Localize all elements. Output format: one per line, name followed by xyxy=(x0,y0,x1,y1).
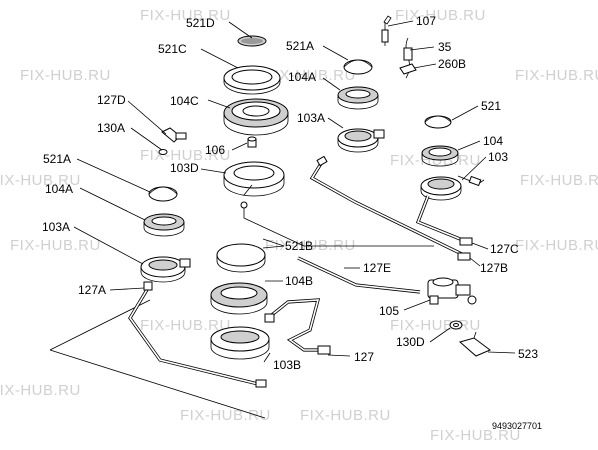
label-521: 521 xyxy=(481,99,501,113)
burner-base-103 xyxy=(420,176,462,201)
label-130a: 130A xyxy=(97,121,125,135)
burner-base-103d xyxy=(223,161,285,197)
watermark: FIX-HUB.RU xyxy=(0,172,81,189)
flame-spreader-ring-521c xyxy=(223,65,281,95)
burner-head-104a-top xyxy=(337,86,379,110)
label-127e: 127E xyxy=(363,261,391,275)
label-523: 523 xyxy=(518,347,538,361)
label-103: 103 xyxy=(488,150,508,164)
burner-base-103b xyxy=(210,326,270,360)
gas-pipe-127d xyxy=(240,184,434,247)
label-103b: 103B xyxy=(273,358,301,372)
burner-base-103a-top xyxy=(337,128,385,153)
gas-pipe-long-127b xyxy=(309,155,471,261)
hob-outline xyxy=(49,299,266,419)
seal-130a xyxy=(158,149,168,155)
gas-pipe-127c xyxy=(415,175,485,246)
part-labels: 521D 521C 104C 127D 130A 106 103D 521A 1… xyxy=(42,14,542,431)
bracket-523 xyxy=(458,331,491,357)
watermark: FIX-HUB.RU xyxy=(140,7,231,24)
label-127: 127 xyxy=(354,350,374,364)
label-104c: 104C xyxy=(170,94,199,108)
burner-head-104a-left xyxy=(143,213,185,237)
watermark: FIX-HUB.RU xyxy=(265,67,356,84)
label-260b: 260B xyxy=(438,57,466,71)
burner-cap-521 xyxy=(424,115,452,129)
leader-lines xyxy=(73,20,516,363)
label-130d: 130D xyxy=(396,335,425,349)
burner-head-104c xyxy=(223,98,289,136)
label-35: 35 xyxy=(438,40,452,54)
watermark: FIX-HUB.RU xyxy=(430,427,521,444)
burner-head-104 xyxy=(421,145,459,167)
burner-cap-521d xyxy=(237,35,267,47)
label-104b: 104B xyxy=(285,274,313,288)
label-103a-left: 103A xyxy=(42,220,70,234)
injector-106 xyxy=(247,136,257,148)
label-105: 105 xyxy=(379,304,399,318)
label-104a-top: 104A xyxy=(288,70,316,84)
label-104a-left: 104A xyxy=(45,182,73,196)
gas-pipe-127 xyxy=(264,298,331,355)
spark-electrode-107 xyxy=(381,15,392,46)
washer-130d xyxy=(449,320,463,330)
label-521a-top: 521A xyxy=(286,39,314,53)
watermark: FIX-HUB.RU xyxy=(395,7,486,24)
label-521a-left: 521A xyxy=(43,152,71,166)
label-127d: 127D xyxy=(97,93,126,107)
thermocouple-127d xyxy=(158,127,187,155)
label-103d: 103D xyxy=(170,161,199,175)
label-127c: 127C xyxy=(490,242,519,256)
watermark: FIX-HUB.RU xyxy=(180,407,271,424)
gas-pipe-127e xyxy=(297,256,421,294)
watermark: FIX-HUB.RU xyxy=(10,237,101,254)
watermark: FIX-HUB.RU xyxy=(520,172,598,189)
burner-cap-521a-left xyxy=(148,186,178,202)
label-127a: 127A xyxy=(78,283,106,297)
clip-260b xyxy=(399,63,417,75)
drawing-code: 9493027701 xyxy=(492,421,542,431)
watermark: FIX-HUB.RU xyxy=(0,382,81,399)
watermark: FIX-HUB.RU xyxy=(265,237,356,254)
burner-head-104b xyxy=(210,282,268,315)
burner-base-103a-left xyxy=(140,256,191,283)
label-106: 106 xyxy=(205,143,225,157)
label-521b: 521B xyxy=(285,239,313,253)
watermark: FIX-HUB.RU xyxy=(515,237,598,254)
watermark: FIX-HUB.RU xyxy=(300,407,391,424)
watermark: FIX-HUB.RU xyxy=(390,317,481,334)
label-104: 104 xyxy=(483,134,503,148)
watermark: FIX-HUB.RU xyxy=(515,67,598,84)
watermark: FIX-HUB.RU xyxy=(140,317,231,334)
label-103a-top: 103A xyxy=(297,111,325,125)
label-521c: 521C xyxy=(158,42,187,56)
watermark: FIX-HUB.RU xyxy=(20,67,111,84)
burner-cap-521b xyxy=(216,243,266,273)
gas-pipe-127a xyxy=(128,281,267,388)
label-107: 107 xyxy=(416,14,436,28)
gas-valve-105 xyxy=(427,277,477,305)
burner-cap-521a-top xyxy=(343,59,373,75)
label-521d: 521D xyxy=(186,16,215,30)
label-127b: 127B xyxy=(480,261,508,275)
